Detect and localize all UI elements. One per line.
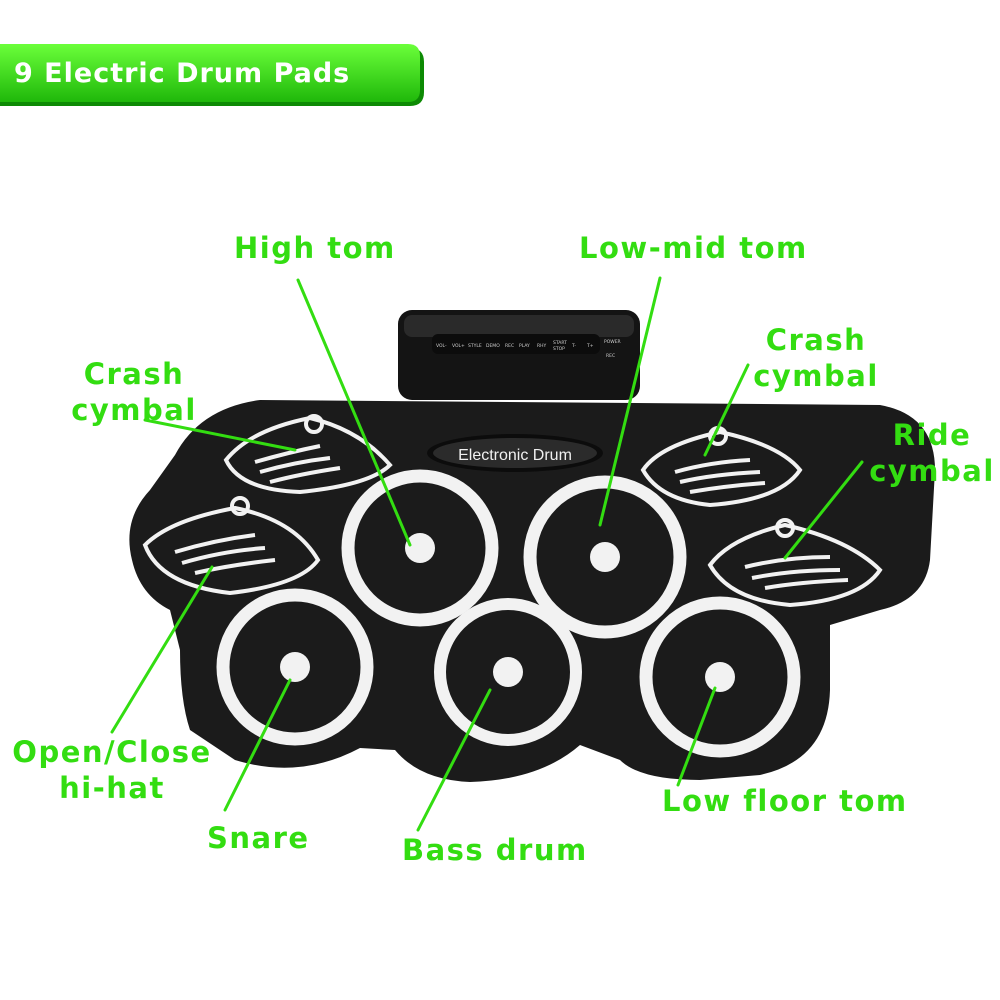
label-snare: Snare [207,821,310,855]
label-crash-right-line2: cymbal [753,359,879,393]
label-hihat-line2: hi-hat [59,771,165,805]
label-crash-cymbal-right: Crash cymbal [750,322,882,394]
svg-text:STYLE: STYLE [468,343,482,349]
svg-text:STOP: STOP [553,346,565,352]
svg-text:VOL-: VOL- [436,343,447,349]
brand-label: Electronic Drum [458,447,572,464]
label-crash-right-line1: Crash [765,323,867,357]
control-box: VOL- VOL+ STYLE DEMO REC PLAY RHY START … [398,310,640,400]
svg-text:POWER: POWER [604,339,621,345]
svg-text:T+: T+ [586,343,594,349]
label-hihat: Open/Close hi-hat [6,734,218,806]
label-crash-left-line2: cymbal [71,393,197,427]
label-crash-left-line1: Crash [83,357,185,391]
label-hihat-line1: Open/Close [12,735,212,769]
label-low-mid-tom: Low-mid tom [579,231,808,265]
label-low-floor-tom: Low floor tom [662,784,908,818]
svg-text:START: START [553,340,567,346]
banner-title: 9 Electric Drum Pads [14,58,351,89]
label-ride-cymbal: Ride cymbal [866,417,998,489]
svg-text:RHY: RHY [537,343,547,349]
svg-text:REC: REC [606,353,615,359]
svg-text:DEMO: DEMO [486,343,500,349]
label-bass-drum: Bass drum [402,833,588,867]
svg-text:REC: REC [505,343,514,349]
label-crash-cymbal-left: Crash cymbal [68,356,200,428]
label-ride-line2: cymbal [869,454,995,488]
label-ride-line1: Ride [892,418,972,452]
title-banner [0,44,424,106]
svg-text:VOL+: VOL+ [452,343,465,349]
svg-text:PLAY: PLAY [519,343,530,349]
label-high-tom: High tom [234,231,396,265]
svg-text:T-: T- [571,343,576,349]
